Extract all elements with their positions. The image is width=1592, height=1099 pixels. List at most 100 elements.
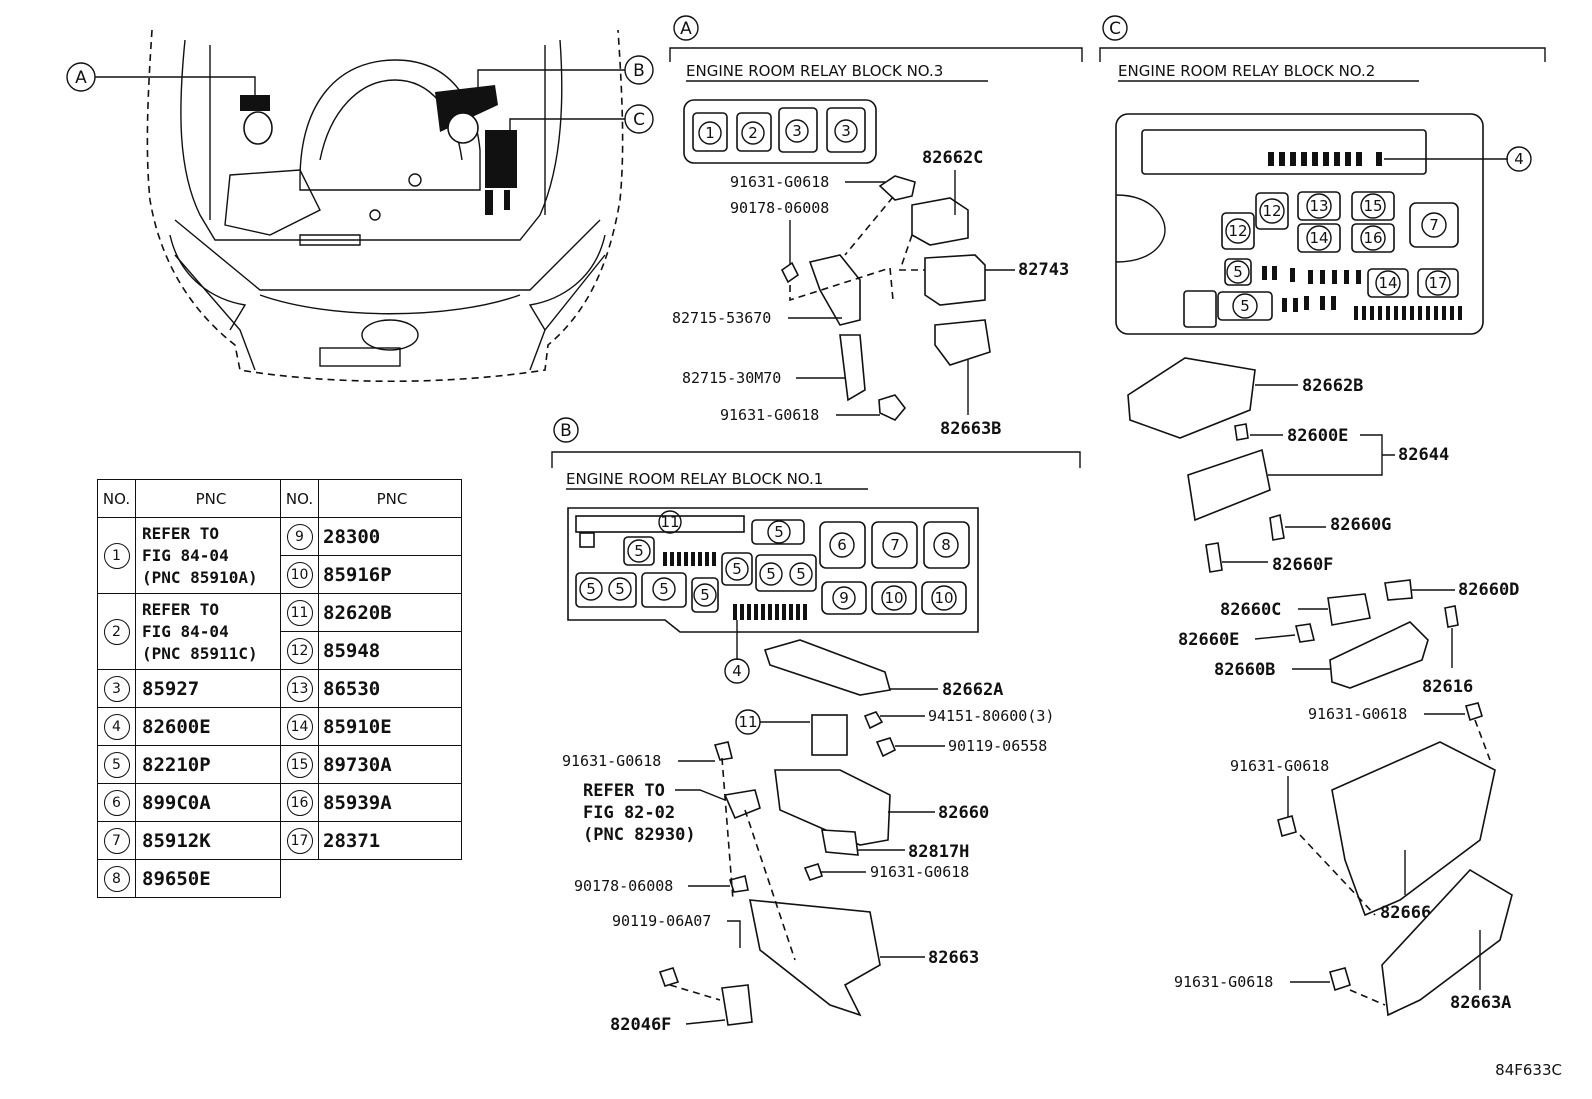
svg-text:4: 4 xyxy=(732,662,742,680)
part-82660: 82660 xyxy=(938,803,989,823)
callout-1-a: 1 xyxy=(698,121,722,145)
callout-15-c: 15 xyxy=(1360,193,1386,219)
callout-4-c: 4 xyxy=(1506,146,1532,172)
svg-text:2: 2 xyxy=(748,124,758,142)
row-no-cell: 11 xyxy=(280,593,319,632)
svg-text:5: 5 xyxy=(615,580,625,598)
svg-text:5: 5 xyxy=(586,580,596,598)
svg-text:5: 5 xyxy=(700,586,710,604)
part-91631-g0618-a1: 91631-G0618 xyxy=(730,173,829,191)
section-c-label: C xyxy=(1109,19,1121,39)
svg-text:5: 5 xyxy=(774,523,784,541)
callout-5-c2: 5 xyxy=(1232,293,1258,319)
row-pnc-cell: 82600E xyxy=(135,707,281,746)
row-pnc-cell: 85910E xyxy=(318,707,462,746)
car-callout-c: C xyxy=(633,110,645,130)
part-82666: 82666 xyxy=(1380,903,1431,923)
row-pnc-cell: 82210P xyxy=(135,745,281,784)
section-a-title: ENGINE ROOM RELAY BLOCK NO.3 xyxy=(686,62,943,80)
row-pnc-cell: 28300 xyxy=(318,517,462,556)
row-pnc-cell: 89730A xyxy=(318,745,462,784)
row-no-cell: 13 xyxy=(280,669,319,708)
row-pnc-cell: 85916P xyxy=(318,555,462,594)
callout-5-b5: 5 xyxy=(652,577,676,601)
note-fig-82-02: FIG 82-02 xyxy=(583,803,675,823)
table-row: 3 85927 13 86530 xyxy=(97,669,462,708)
part-82660g: 82660G xyxy=(1330,515,1391,535)
row-no-cell: 16 xyxy=(280,783,319,822)
car-callout-b: B xyxy=(633,61,645,81)
callout-5-b1: 5 xyxy=(767,520,791,544)
callout-5-b8: 5 xyxy=(759,562,783,586)
callout-10-b1: 10 xyxy=(881,585,907,611)
callout-6-b: 6 xyxy=(829,532,855,558)
part-90119-06a07: 90119-06A07 xyxy=(612,912,711,930)
part-82663b: 82663B xyxy=(940,419,1001,439)
section-b: B ENGINE ROOM RELAY BLOCK NO.1 11 5 5 5 … xyxy=(551,417,1081,1035)
row-no-cell: 3 xyxy=(97,669,136,708)
svg-text:16: 16 xyxy=(1363,229,1382,247)
svg-text:5: 5 xyxy=(634,542,644,560)
part-82715-30m70: 82715-30M70 xyxy=(682,369,781,387)
part-82616: 82616 xyxy=(1422,677,1473,697)
callout-5-c1: 5 xyxy=(1226,260,1250,284)
svg-text:3: 3 xyxy=(841,122,851,140)
row-no-cell: 4 xyxy=(97,707,136,746)
header-pnc-left: PNC xyxy=(135,479,281,518)
svg-text:5: 5 xyxy=(732,560,742,578)
figure-code: 84F633C xyxy=(1495,1061,1562,1079)
row-pnc-cell: 28371 xyxy=(318,821,462,860)
empty-cell xyxy=(281,860,462,898)
table-row: 6 899C0A 16 85939A xyxy=(97,783,462,822)
callout-17-c: 17 xyxy=(1425,270,1451,296)
callout-5-b6: 5 xyxy=(693,583,717,607)
callout-2-a: 2 xyxy=(741,121,765,145)
row-no-cell: 14 xyxy=(280,707,319,746)
part-91631-g0618-c1: 91631-G0618 xyxy=(1308,705,1407,723)
callout-3-a2: 3 xyxy=(834,119,858,143)
part-82660d: 82660D xyxy=(1458,580,1519,600)
callout-5-b4: 5 xyxy=(608,577,632,601)
part-91631-g0618-b1: 91631-G0618 xyxy=(562,752,661,770)
row-no-cell: 12 xyxy=(280,631,319,670)
row-no-cell: 17 xyxy=(280,821,319,860)
svg-text:14: 14 xyxy=(1378,274,1397,292)
table-row: 5 82210P 15 89730A xyxy=(97,745,462,784)
row-pnc-cell: 85939A xyxy=(318,783,462,822)
callout-5-b2: 5 xyxy=(627,539,651,563)
note-pnc-82930: (PNC 82930) xyxy=(583,825,696,845)
svg-text:7: 7 xyxy=(1429,216,1439,234)
svg-text:3: 3 xyxy=(792,122,802,140)
svg-text:8: 8 xyxy=(941,536,951,554)
part-82743: 82743 xyxy=(1018,260,1069,280)
callout-14-c1: 14 xyxy=(1306,225,1332,251)
part-82817h: 82817H xyxy=(908,842,969,862)
svg-text:13: 13 xyxy=(1309,197,1328,215)
part-91631-g0618-a2: 91631-G0618 xyxy=(720,406,819,424)
section-c: C ENGINE ROOM RELAY BLOCK NO.2 4 12 12 1… xyxy=(1099,15,1546,1017)
svg-text:15: 15 xyxy=(1363,197,1382,215)
row-no-cell: 8 xyxy=(97,859,136,898)
row-pnc-cell: 89650E xyxy=(135,859,281,898)
part-82660c: 82660C xyxy=(1220,600,1281,620)
svg-text:11: 11 xyxy=(738,713,757,731)
row-pnc-cell: 85948 xyxy=(318,631,462,670)
svg-text:9: 9 xyxy=(839,589,849,607)
table-row: 8 89650E xyxy=(97,859,462,898)
part-91631-g0618-c3: 91631-G0618 xyxy=(1174,973,1273,991)
svg-text:5: 5 xyxy=(659,580,669,598)
callout-10-b2: 10 xyxy=(931,585,957,611)
svg-text:4: 4 xyxy=(1514,150,1524,168)
svg-text:5: 5 xyxy=(796,565,806,583)
row-pnc-cell: 85912K xyxy=(135,821,281,860)
row-no-cell: 5 xyxy=(97,745,136,784)
callout-7-b: 7 xyxy=(882,532,908,558)
callout-9-b: 9 xyxy=(832,586,856,610)
header-no-left: NO. xyxy=(97,479,136,518)
callout-5-b9: 5 xyxy=(789,562,813,586)
